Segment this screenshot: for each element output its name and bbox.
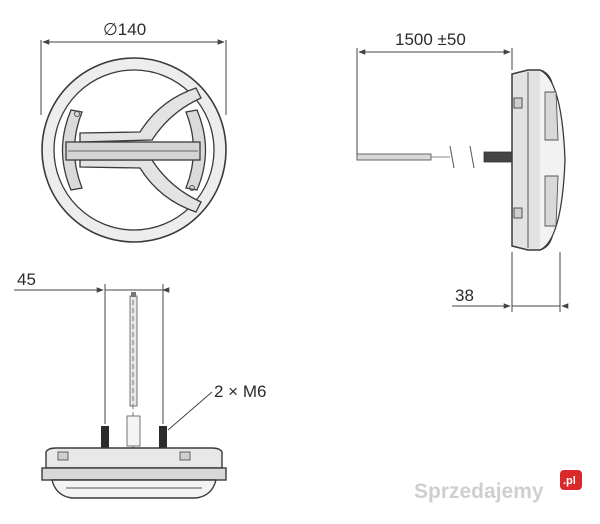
lower-wing-light [79, 159, 202, 213]
bolt-spacing-label: 45 [17, 270, 36, 289]
bolt-right [159, 426, 167, 448]
side-view: 1500 ±50 38 [356, 30, 565, 312]
screw-hole-top [74, 111, 80, 117]
bolt-leader [167, 391, 213, 431]
led-module-lower [544, 175, 559, 227]
base-lug-right [179, 451, 191, 461]
bolts-label: 2 × M6 [214, 382, 266, 401]
bottom-cable-gland [126, 415, 141, 447]
depth-label: 38 [455, 286, 474, 305]
cable-gland [483, 151, 513, 163]
bottom-view: 45 2 × M6 [14, 270, 266, 500]
bolt-left [101, 426, 109, 448]
bottom-cable-tip [131, 292, 136, 297]
watermark-badge-text: .pl [563, 475, 576, 487]
cable-sheath [356, 153, 432, 161]
led-module-upper [544, 91, 559, 141]
front-view: ∅140 [40, 20, 227, 243]
cable-length-label: 1500 ±50 [395, 30, 466, 49]
watermark: Sprzedajemy .pl [414, 470, 582, 503]
watermark-text: Sprzedajemy [414, 480, 544, 503]
screw-hole-bottom [189, 185, 195, 191]
base-housing [45, 447, 223, 469]
base-lens [51, 479, 217, 499]
base-flange [41, 467, 227, 481]
upper-wing-light [79, 87, 202, 143]
mount-boss-top [513, 97, 523, 109]
diameter-label: ∅140 [103, 20, 146, 39]
cable-break-left [449, 145, 455, 169]
base-lug-left [57, 451, 69, 461]
cable-break-right [469, 145, 475, 169]
watermark-badge [560, 470, 582, 490]
mount-boss-bottom [513, 207, 523, 219]
